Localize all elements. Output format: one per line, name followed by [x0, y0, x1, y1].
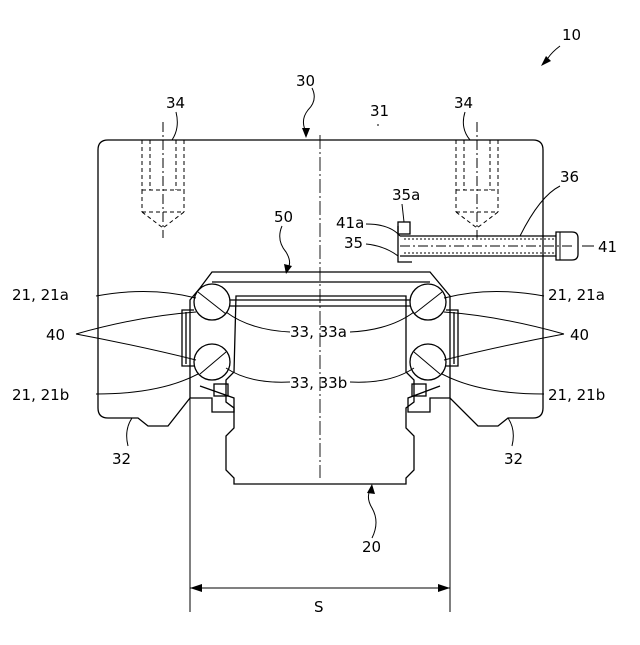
label-pipe-ref: 36	[560, 168, 579, 186]
label-bolt-hole-left: 34	[166, 94, 185, 112]
label-ball-upper-left: 21, 21a	[12, 286, 69, 304]
ball-upper-right	[410, 284, 446, 320]
ball-lower-right	[410, 344, 446, 380]
label-block-body: 31	[370, 102, 389, 120]
label-bolt-hole-right: 34	[454, 94, 473, 112]
label-retainer: 50	[274, 208, 293, 226]
screw-shaft	[400, 236, 572, 256]
label-port-body: 35	[344, 234, 363, 252]
label-holder-right: 40	[570, 326, 589, 344]
retainer	[212, 282, 430, 306]
ball-lower-left	[194, 344, 230, 380]
label-groove-lower-left: 33, 33b	[290, 374, 347, 392]
label-bolt-end: 41a	[336, 214, 364, 232]
label-holder-left: 40	[46, 326, 65, 344]
label-span: S	[314, 598, 324, 616]
label-screw: 41	[598, 238, 617, 256]
label-block: 30	[296, 72, 315, 90]
label-groove-upper-left: 33, 33a	[290, 323, 347, 341]
label-ball-upper-right: 21, 21a	[548, 286, 605, 304]
label-leg-right: 32	[504, 450, 523, 468]
label-ball-lower-left: 21, 21b	[12, 386, 69, 404]
label-rail: 20	[362, 538, 381, 556]
ball-upper-left	[194, 284, 230, 320]
port-boss	[398, 222, 410, 234]
label-ball-lower-right: 21, 21b	[548, 386, 605, 404]
label-leg-left: 32	[112, 450, 131, 468]
label-port: 35a	[392, 186, 420, 204]
label-device: 10	[562, 26, 581, 44]
